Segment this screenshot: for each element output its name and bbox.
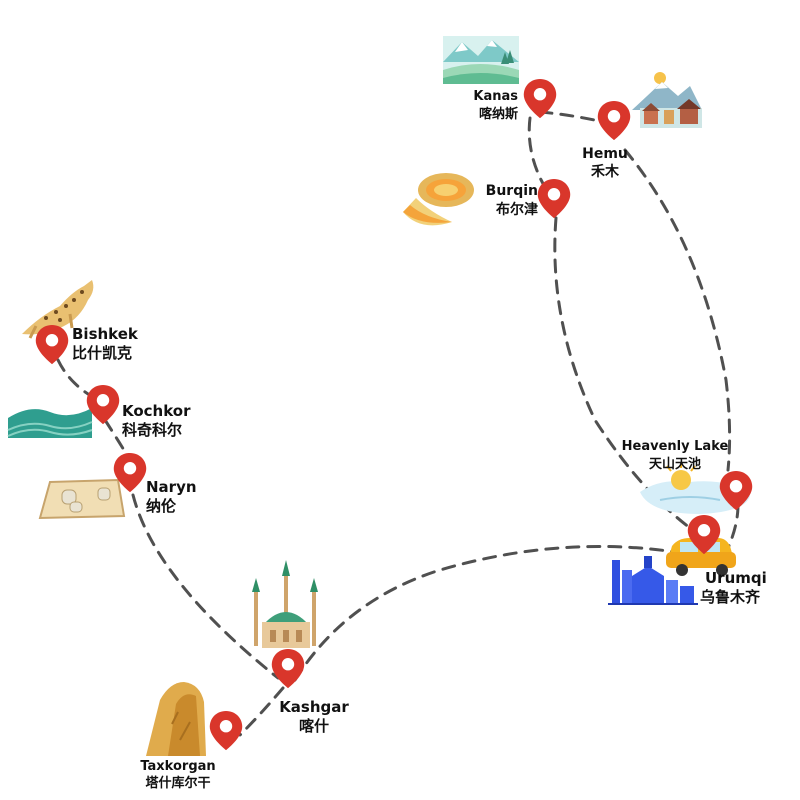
route-kashgar-urumqi <box>293 544 677 682</box>
map-pin-taxkorgan[interactable] <box>209 710 243 751</box>
place-label-urumqi-en: Urumqi <box>705 569 767 587</box>
route-kanas-burqin <box>527 116 555 202</box>
map-pin-bishkek[interactable] <box>35 324 69 365</box>
place-label-kanas-zh: 喀纳斯 <box>479 106 518 122</box>
city-skyline-icon <box>608 556 698 605</box>
map-pin-hemu[interactable] <box>597 100 631 141</box>
place-label-urumqi-zh: 乌鲁木齐 <box>700 588 761 606</box>
map-pin-kashgar[interactable] <box>271 648 305 689</box>
place-label-taxkorgan-zh: 塔什库尔干 <box>145 775 210 791</box>
snow-leopard-icon <box>22 280 94 339</box>
place-label-heavenly-zh: 天山天池 <box>649 456 701 472</box>
route-hemu-heavenly <box>623 148 732 472</box>
mountain-village-icon <box>632 72 702 128</box>
place-label-naryn-en: Naryn <box>146 478 197 496</box>
route-naryn-kashgar <box>131 493 280 680</box>
map-pin-burqin[interactable] <box>537 178 571 219</box>
place-label-naryn-zh: 纳伦 <box>146 497 177 515</box>
melon-icon <box>403 173 474 226</box>
place-label-kashgar-en: Kashgar <box>279 698 349 716</box>
place-label-heavenly-en: Heavenly Lake <box>622 439 729 454</box>
route-heavenly-urumqi <box>726 503 740 550</box>
place-label-bishkek-zh: 比什凯克 <box>72 344 132 362</box>
place-label-burqin-zh: 布尔津 <box>496 201 538 218</box>
place-label-burqin-en: Burqin <box>486 183 538 199</box>
mosque-icon <box>252 560 318 648</box>
place-label-bishkek-en: Bishkek <box>72 325 139 343</box>
place-label-kochkor-zh: 科奇科尔 <box>122 421 182 439</box>
snowy-meadow-icon <box>443 36 519 84</box>
taxi-car-icon <box>666 538 736 576</box>
felt-carpet-icon <box>38 478 126 520</box>
route-kashgar-taxkorgan <box>238 686 285 737</box>
green-hills-icon <box>7 408 93 438</box>
place-label-kashgar-zh: 喀什 <box>299 717 329 735</box>
place-label-hemu-en: Hemu <box>582 146 628 162</box>
place-label-hemu-zh: 禾木 <box>591 163 620 180</box>
place-label-kanas-en: Kanas <box>473 89 518 104</box>
place-label-taxkorgan-en: Taxkorgan <box>140 759 215 774</box>
place-label-kochkor-en: Kochkor <box>122 402 191 420</box>
rock-mountain-icon <box>146 682 206 756</box>
